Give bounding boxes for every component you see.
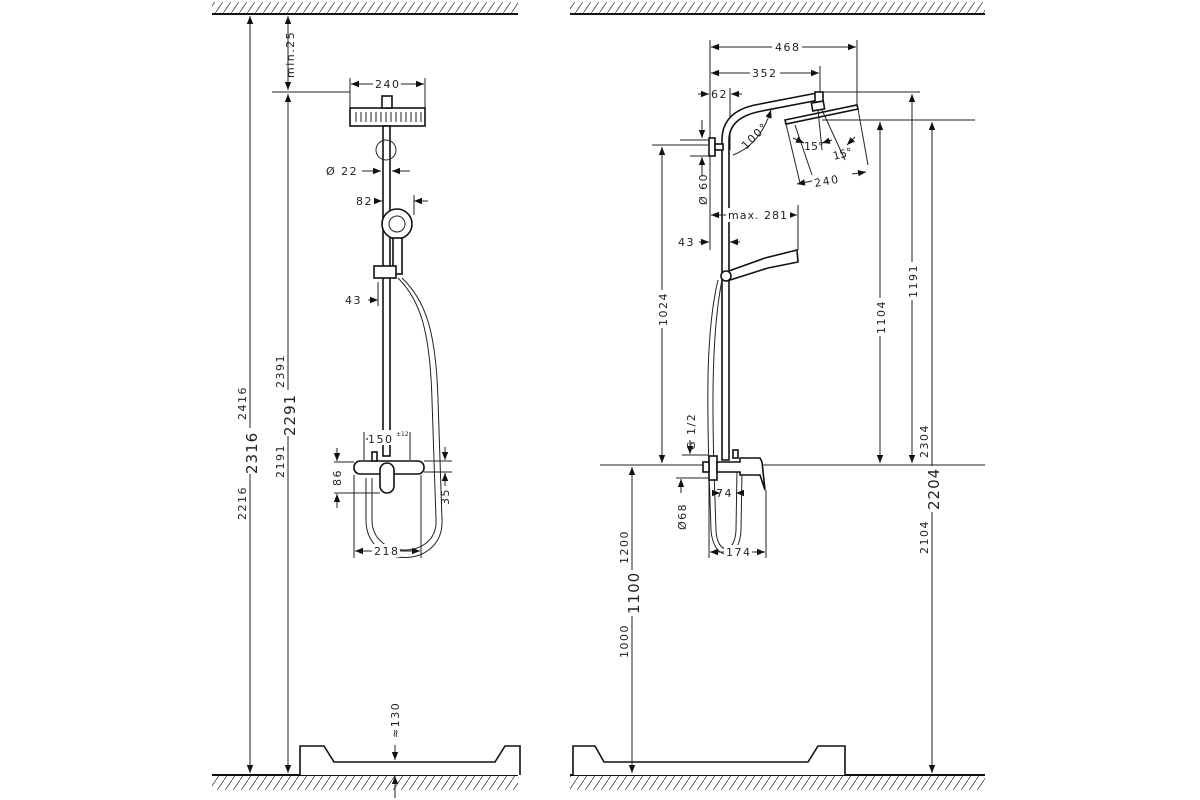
hand-shower-offset-label: 82 <box>356 195 373 208</box>
arm-above-mixer-label: 1191 <box>907 264 920 298</box>
mixer-height-label: 86 <box>331 469 344 486</box>
ceiling-hatch <box>570 2 985 14</box>
riser-pipe <box>382 125 391 457</box>
mixer-diameter-label: Ø68 <box>676 503 689 530</box>
arm-projection-label: 352 <box>752 67 778 80</box>
ceiling-clearance-label: min.25 <box>284 31 297 78</box>
total-height-min: 2216 <box>236 486 249 520</box>
mixer-height-max: 1200 <box>618 530 631 564</box>
side-holder-offset-label: 43 <box>678 236 695 249</box>
mixer-body <box>716 457 766 491</box>
mixer-depth-label: 174 <box>726 546 752 559</box>
front-view: 2216 2316 2416 min.25 2191 2291 2391 240… <box>212 2 521 798</box>
mixer-width-label: 218 <box>374 545 400 558</box>
mixer-height-min: 1000 <box>618 624 631 658</box>
holder-offset-label: 43 <box>345 294 362 307</box>
connection-thread-label: G 1/2 <box>685 413 698 450</box>
head-height-min: 2191 <box>274 444 287 478</box>
mixer-offset-label: 35 <box>439 488 452 505</box>
floor-hatch <box>212 776 518 790</box>
bracket-diameter-label: Ø 60 <box>697 173 710 205</box>
pipe-diameter-label: Ø 22 <box>326 165 358 178</box>
hose <box>371 277 437 551</box>
side-head-height-nom: 2204 <box>925 468 943 510</box>
tilt-angle-2-label: 15° <box>831 145 853 163</box>
bathtub <box>299 745 521 775</box>
total-height-nom: 2316 <box>243 432 261 474</box>
tub-height-label: ≈130 <box>389 702 402 738</box>
side-view: 468 352 62 Ø 60 100° 15° 15° 240 max. 28… <box>570 2 985 790</box>
tilt-angle-1-label: 15° <box>804 140 824 153</box>
side-head-height-max: 2304 <box>918 424 931 458</box>
head-height-nom: 2291 <box>281 394 299 436</box>
wall-offset-label: 62 <box>711 88 728 101</box>
hand-shower <box>381 208 413 240</box>
mixer-tolerance-label: ±12 <box>396 431 409 438</box>
floor-hatch <box>570 776 985 790</box>
bracket-height-label: 1024 <box>657 292 670 326</box>
mixer-lever <box>379 462 395 494</box>
mixer-spout-label: 74 <box>716 487 733 500</box>
head-above-mixer-label: 1104 <box>875 300 888 334</box>
bathtub <box>572 745 846 775</box>
mixer-height-nom: 1100 <box>625 572 643 614</box>
hand-shower <box>724 248 799 281</box>
head-height-max: 2391 <box>274 354 287 388</box>
overall-projection-label: 468 <box>775 41 801 54</box>
mixer-centers-label: 150 <box>368 433 394 446</box>
mixer-wall-plate <box>708 455 718 481</box>
ceiling-hatch <box>212 2 518 14</box>
side-head-height-min: 2104 <box>918 520 931 554</box>
head-width-label: 240 <box>375 78 401 91</box>
wall-bracket <box>708 137 716 157</box>
max-projection-label: max. 281 <box>728 209 788 222</box>
total-height-max: 2416 <box>236 386 249 420</box>
side-head-width-label: 240 <box>813 173 840 190</box>
arm-angle-label: 100° <box>739 120 771 152</box>
